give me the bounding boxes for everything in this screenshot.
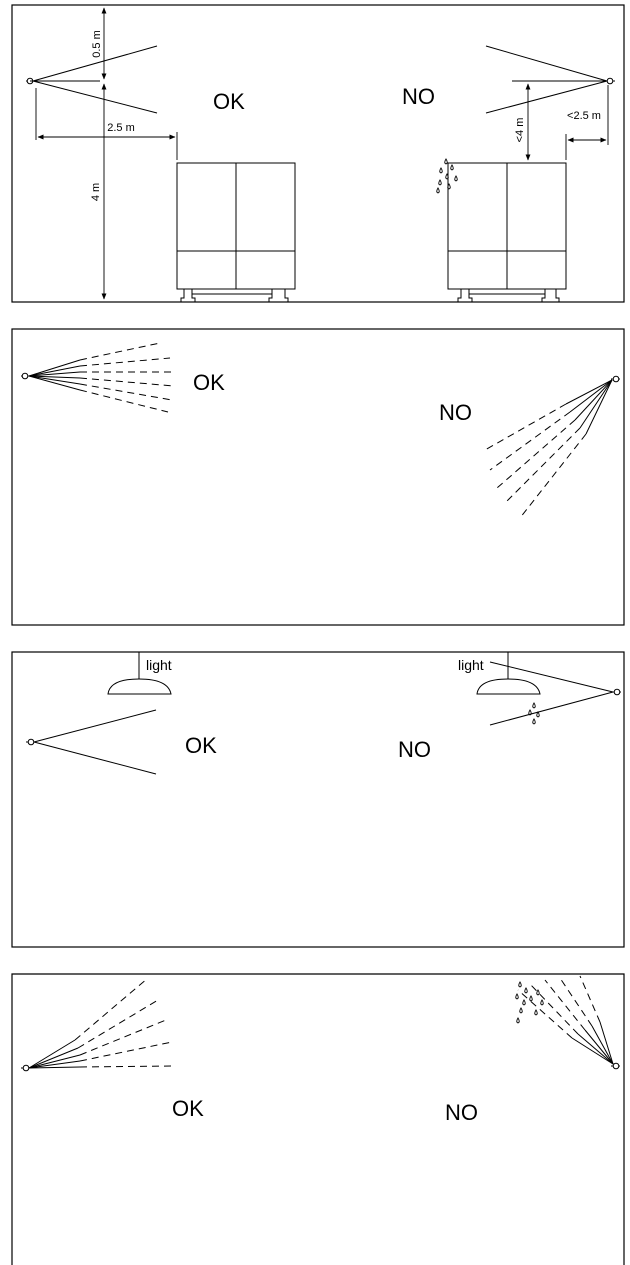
ok-label: OK [193,370,225,395]
ceiling-light-icon [107,652,172,695]
right-detection-fan [517,975,614,1065]
right-sensor-icon [612,688,621,696]
panel-2: OK NO [11,328,625,626]
horizontal-distance-label: 2.5 m [107,122,135,134]
top-clearance-label: 0.5 m [91,30,103,58]
right-sensor-icon [611,1062,620,1070]
ceiling-light-icon [476,652,541,695]
panel-3: light OK light NO [11,651,625,948]
bad-horizontal-label: <2.5 m [567,110,601,122]
ok-label: OK [213,89,245,114]
left-sensor-icon [21,1064,30,1072]
panel-4: OK NO [11,973,625,1265]
light-label: light [458,657,484,673]
right-view-upper-line [489,661,614,693]
ok-label: OK [185,733,217,758]
left-sensor-icon [21,372,30,380]
panel-2-frame [11,328,625,626]
right-sensor-icon [606,77,615,85]
panel-4-frame [11,973,625,1265]
left-sensor-icon [26,738,35,746]
right-sensor-icon [611,375,620,383]
light-label: light [146,657,172,673]
panel-1-frame [11,4,625,303]
right-view-upper-line [485,45,608,82]
mount-height-label: 4 m [90,183,102,201]
no-label: NO [445,1100,478,1125]
left-detection-fan [28,977,177,1069]
left-view-lower-line [32,80,158,114]
left-cabinet [176,162,296,303]
ok-label: OK [172,1096,204,1121]
right-view-lower-line [485,80,608,114]
panel-1: 0.5 m 4 m 2.5 m OK NO <4 m [11,4,625,303]
left-view-lower-line [33,741,157,775]
left-view-upper-line [33,709,157,743]
no-label: NO [439,400,472,425]
panel-3-frame [11,651,625,948]
left-detection-fan [28,342,175,413]
bad-vertical-label: <4 m [514,118,526,143]
no-label: NO [398,737,431,762]
right-cabinet [447,162,567,303]
right-detection-fan [484,379,613,519]
right-view-lower-line [489,691,614,726]
no-label: NO [402,84,435,109]
left-view-upper-line [32,45,158,82]
